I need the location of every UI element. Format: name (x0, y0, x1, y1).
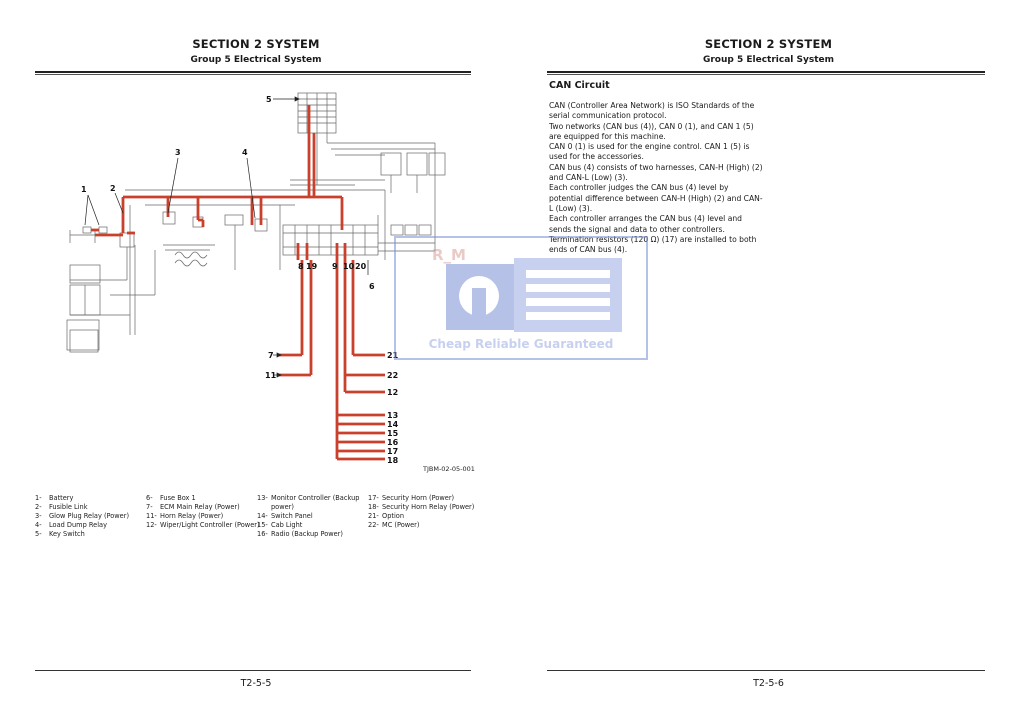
callout-16: 16 (387, 438, 399, 447)
callout-3: 3 (175, 148, 181, 157)
legend-item: 22-MC (Power) (368, 520, 420, 529)
legend-item: 18-Security Horn Relay (Power) (368, 502, 475, 511)
legend-column-1: 1-Battery 2-Fusible Link 3-Glow Plug Rel… (35, 494, 129, 539)
legend-item: 15-Cab Light (257, 520, 303, 529)
can-circuit-body: CAN (Controller Area Network) is ISO Sta… (549, 101, 764, 255)
header-rule-thin (547, 74, 985, 75)
legend-item: 4-Load Dump Relay (35, 520, 107, 529)
body-paragraph: CAN (Controller Area Network) is ISO Sta… (549, 101, 755, 121)
body-paragraph: Two networks (CAN bus (4)), CAN 0 (1), a… (549, 121, 754, 141)
diagram-highlighted-wires (91, 105, 385, 461)
legend-item: 3-Glow Plug Relay (Power) (35, 511, 130, 520)
page-number: T2-5-5 (240, 678, 272, 689)
callout-8: 8 (298, 262, 304, 271)
callout-6: 6 (369, 282, 375, 291)
callout-17: 17 (387, 447, 398, 456)
callout-22: 22 (387, 371, 398, 380)
watermark-tagline: Cheap Reliable Guaranteed (429, 337, 614, 351)
body-paragraph: Each controller arranges the CAN bus (4)… (549, 214, 742, 234)
body-paragraph: CAN 0 (1) is used for the engine control… (549, 142, 750, 162)
header-rule (547, 71, 985, 73)
legend-item: 21-Option (368, 511, 405, 520)
callout-11: 11 (265, 371, 277, 380)
can-circuit-heading: CAN Circuit (549, 80, 610, 91)
callout-9: 9 (332, 262, 338, 271)
watermark-logo-text: R_M (432, 246, 466, 264)
header-rule (35, 71, 471, 73)
footer-rule (547, 670, 985, 671)
callout-18: 18 (387, 456, 399, 465)
legend-item: 6-Fuse Box 1 (146, 494, 196, 502)
fuse-box-symbol (282, 224, 379, 256)
body-paragraph: Termination resistors (120 Ω) (17) are i… (549, 234, 757, 255)
legend-item: power) (271, 502, 294, 511)
legend-column-4: 17-Security Horn (Power) 18-Security Hor… (368, 494, 474, 530)
page-number: T2-5-6 (753, 678, 784, 689)
section-title: SECTION 2 SYSTEM (192, 37, 320, 51)
right-page: SECTION 2 SYSTEM Group 5 Electrical Syst… (512, 0, 1025, 722)
body-paragraph: CAN bus (4) consists of two harnesses, C… (549, 162, 763, 183)
left-page: SECTION 2 SYSTEM Group 5 Electrical Syst… (0, 0, 512, 722)
legend-item: 16-Radio (Backup Power) (257, 529, 343, 538)
figure-id: TJBM-02-05-001 (423, 465, 475, 473)
legend-item: 5-Key Switch (35, 529, 85, 538)
callout-5: 5 (266, 95, 272, 104)
legend-item: 12-Wiper/Light Controller (Power) (146, 520, 260, 529)
legend-item: 1-Battery (35, 494, 74, 502)
legend-item: 17-Security Horn (Power) (368, 494, 455, 502)
callout-13: 13 (387, 411, 398, 420)
legend-item: 14-Switch Panel (257, 511, 313, 520)
legend-item: 13-Monitor Controller (Backup (257, 494, 360, 502)
callout-7: 7 (268, 351, 274, 360)
callout-14: 14 (387, 420, 399, 429)
legend-column-3: 13-Monitor Controller (Backup power) 14-… (257, 494, 359, 539)
wiring-diagram: 5 1 2 3 4 8 19 9 10 20 6 7 11 21 22 12 1… (66, 92, 446, 465)
callout-1: 1 (81, 185, 87, 194)
callout-2: 2 (110, 184, 116, 193)
body-paragraph: Each controller judges the CAN bus (4) l… (549, 183, 763, 213)
callout-20: 20 (355, 262, 367, 271)
group-title: Group 5 Electrical System (190, 55, 322, 65)
legend-item: 2-Fusible Link (35, 502, 88, 511)
callout-12: 12 (387, 388, 398, 397)
legend-item: 11-Horn Relay (Power) (146, 511, 224, 520)
callout-arrows (84, 96, 369, 378)
legend-item: 7-ECM Main Relay (Power) (146, 502, 240, 511)
callout-4: 4 (242, 148, 248, 157)
legend-column-2: 6-Fuse Box 1 7-ECM Main Relay (Power) 11… (146, 494, 260, 530)
watermark-logo: R_M Cheap Reliable Guaranteed (394, 236, 648, 360)
callout-21: 21 (387, 351, 399, 360)
group-title: Group 5 Electrical System (702, 55, 834, 65)
callout-10: 10 (343, 262, 355, 271)
footer-rule (35, 670, 471, 671)
section-title: SECTION 2 SYSTEM (704, 37, 833, 51)
callout-19: 19 (306, 262, 318, 271)
callout-15: 15 (387, 429, 399, 438)
header-rule-thin (35, 74, 471, 75)
